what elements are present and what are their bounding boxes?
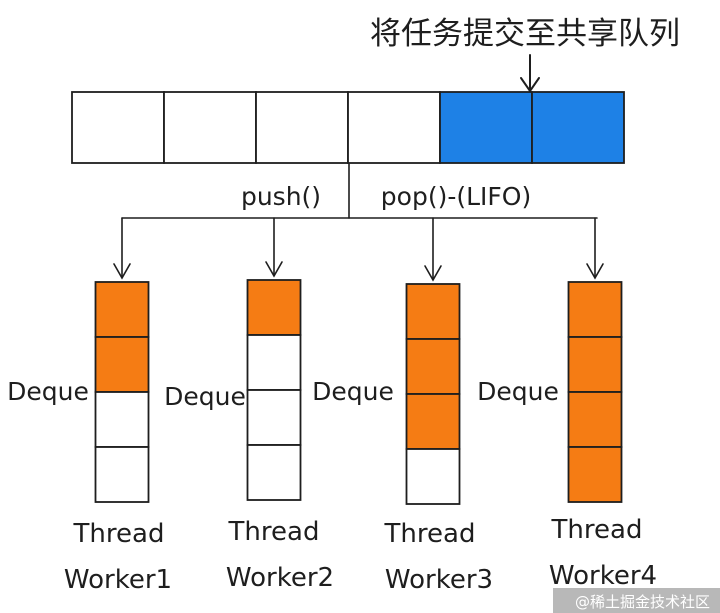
worker-arrow: [424, 217, 442, 282]
worker-label: Worker3: [385, 565, 493, 595]
deque-slot-filled: [405, 338, 461, 395]
worker-arrow: [113, 217, 131, 280]
deque-slot-filled: [405, 283, 461, 340]
watermark-backdrop: [553, 588, 720, 613]
worker-arrow: [265, 217, 283, 278]
queue-slot-empty: [347, 91, 441, 164]
shared-queue: [71, 91, 625, 164]
deque-slot-filled: [567, 281, 623, 338]
queue-slot-empty: [71, 91, 165, 164]
queue-slot-empty: [163, 91, 257, 164]
thread-label: Thread: [384, 519, 476, 549]
diagram-title: 将任务提交至共享队列: [370, 16, 680, 52]
deque-slot-empty: [94, 446, 150, 503]
deque-label: Deque: [312, 377, 394, 406]
deque-slot-empty: [246, 444, 302, 501]
title-arrow: [520, 54, 540, 93]
deque-slot-filled: [567, 336, 623, 393]
deque-slot-filled: [94, 281, 150, 338]
queue-slot-filled: [439, 91, 533, 164]
thread-label: Thread: [73, 519, 165, 549]
watermark: @稀土掘金技术社区: [553, 588, 720, 613]
deque-label: Deque: [7, 377, 89, 406]
deque-slot-empty: [405, 448, 461, 505]
deque-slot-filled: [567, 446, 623, 503]
worker-label: Worker2: [226, 563, 334, 593]
queue-slot-filled: [531, 91, 625, 164]
deque-slot-filled: [405, 393, 461, 450]
watermark-text: @稀土掘金技术社区: [575, 593, 710, 611]
pop-label: pop()-(LIFO): [381, 182, 531, 211]
distribution-connectors: [121, 163, 598, 219]
worker-label: Worker4: [549, 561, 657, 591]
deque-slot-filled: [567, 391, 623, 448]
worker-label: Worker1: [64, 565, 172, 595]
workers: DequeThreadWorker1DequeThreadWorker2Dequ…: [7, 217, 657, 595]
push-label: push(): [241, 182, 321, 211]
deque-slot-empty: [246, 389, 302, 446]
deque-label: Deque: [477, 377, 559, 406]
deque-slot-filled: [246, 279, 302, 336]
worker-arrow: [586, 217, 604, 280]
deque-label: Deque: [164, 382, 246, 411]
thread-label: Thread: [551, 515, 643, 545]
deque-slot-empty: [246, 334, 302, 391]
deque-slot-filled: [94, 336, 150, 393]
deque-slot-empty: [94, 391, 150, 448]
thread-label: Thread: [228, 517, 320, 547]
queue-slot-empty: [255, 91, 349, 164]
